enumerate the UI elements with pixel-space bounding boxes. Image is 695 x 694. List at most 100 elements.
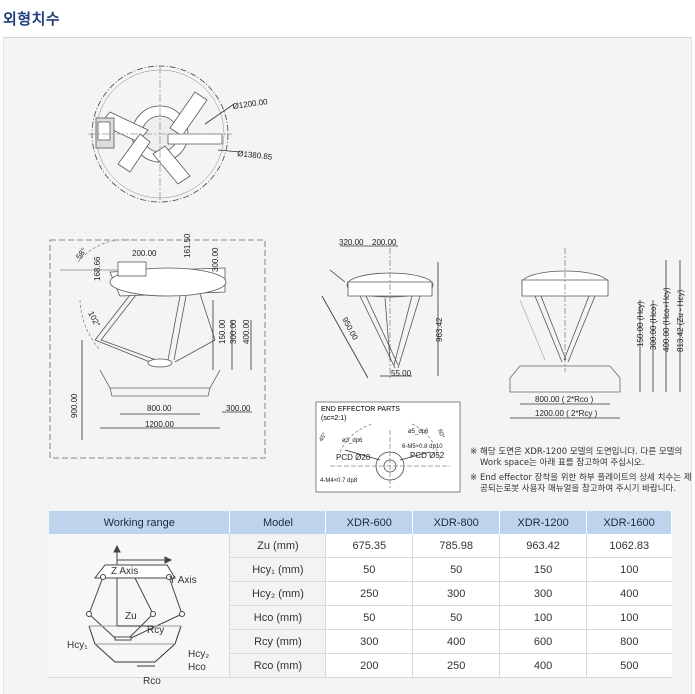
ee-label-7: PCD Ø52 <box>410 451 445 460</box>
end-effector-drawing <box>315 401 461 493</box>
note-bullet: ※ <box>470 447 478 457</box>
dim-top-1: Ø1200.00 <box>232 97 269 111</box>
diagram-hcy1-label: Hcy₁ <box>67 640 88 651</box>
end-effector-scale: (sc=2:1) <box>321 415 346 422</box>
diagram-zu-label: Zu <box>125 611 137 622</box>
working-range-diagram <box>86 544 186 667</box>
cell-value: 50 <box>412 605 501 631</box>
cell-value: 300 <box>412 581 501 607</box>
note-item: ※ 해당 도면은 XDR-1200 모델의 도면입니다. 다른 모델의 Work… <box>470 447 692 469</box>
dim-side-5: 55.00 <box>391 369 412 378</box>
dim-front-5: 58° <box>74 246 88 261</box>
table-row: Hcy₁ (mm) 50 50 150 100 <box>49 557 672 583</box>
table-row: Z Axis Y Axis Zu Rcy Hcy₁ Hcy₂ Hco Rco Z… <box>49 534 672 687</box>
cell-value: 100 <box>499 605 588 631</box>
dim-side-1: 320.00 <box>339 238 364 247</box>
cell-value: 100 <box>586 605 672 631</box>
ee-label-5: 60° <box>436 429 445 440</box>
dim-front-11: 300.00 <box>226 404 251 413</box>
cell-value: 400 <box>586 581 672 607</box>
cell-value: 250 <box>412 653 501 678</box>
cell-value: 1062.83 <box>586 534 672 559</box>
table-row: Rcy (mm) 300 400 600 800 <box>49 629 672 655</box>
side-view-drawing <box>321 245 439 380</box>
row-label: Rco (mm) <box>229 653 327 678</box>
cell-value: 963.42 <box>499 534 588 559</box>
ee-label-4: 6-M5×0.8 dp10 <box>402 444 443 450</box>
ee-label-6: PCD Ø20 <box>336 453 371 462</box>
note-text: End effector 장착을 위한 하부 플레이트의 상세 치수는 제공되는… <box>480 473 692 494</box>
dim-front-6: 102° <box>86 310 102 329</box>
dim-front-10: 800.00 <box>147 404 172 413</box>
table-header-row: Working range Model XDR-600 XDR-800 XDR-… <box>49 511 672 534</box>
dim-right-3: 400.00 (Hco+Hcy) <box>662 287 671 352</box>
cell-value: 300 <box>325 629 414 655</box>
ee-label-8: 4-M4×0.7 dp8 <box>320 478 358 484</box>
table-row: Rco (mm) 200 250 400 500 <box>49 653 672 678</box>
cell-value: 100 <box>586 557 672 583</box>
note-bullet: ※ <box>470 473 478 483</box>
drawings-svg: Ø1200.00 Ø1380.85 200.00 161.50 168.66 3… <box>49 65 685 493</box>
dim-front-7: 400.00 <box>242 319 251 344</box>
ee-label-1: 45° <box>319 432 329 443</box>
cell-value: 250 <box>325 581 414 607</box>
dim-right-6: 1200.00 ( 2*Rcy ) <box>535 409 598 418</box>
header-xdr-1600: XDR-1600 <box>586 511 672 534</box>
dim-right-1: 150.00 (Hcy) <box>636 301 645 347</box>
diagram-hco-label: Hco <box>188 662 206 673</box>
cell-value: 200 <box>325 653 414 678</box>
diagram-rco-label: Rco <box>143 676 161 687</box>
dim-front-12: 900.00 <box>70 393 79 418</box>
cell-value: 785.98 <box>412 534 501 559</box>
header-working-range: Working range <box>49 511 231 534</box>
ee-label-3: ø5_dp6 <box>408 429 429 435</box>
end-effector-title: END EFFECTOR PARTS <box>321 406 400 413</box>
front-view-drawing <box>49 239 266 459</box>
row-label: Rcy (mm) <box>229 629 327 655</box>
note-item: ※ End effector 장착을 위한 하부 플레이트의 상세 치수는 제공… <box>470 473 692 495</box>
diagram-y-axis-label: Y Axis <box>169 575 197 586</box>
cell-value: 150 <box>499 557 588 583</box>
header-xdr-1200: XDR-1200 <box>499 511 588 534</box>
cell-value: 600 <box>499 629 588 655</box>
table-row: Hcy₂ (mm) 250 300 300 400 <box>49 581 672 607</box>
table-row: Hco (mm) 50 50 100 100 <box>49 605 672 631</box>
top-view-drawing <box>88 65 241 203</box>
row-label: Hcy₁ (mm) <box>229 557 327 583</box>
notes: ※ 해당 도면은 XDR-1200 모델의 도면입니다. 다른 모델의 Work… <box>470 447 692 499</box>
right-view-drawing <box>509 248 681 419</box>
diagram-rcy-label: Rcy <box>147 625 165 636</box>
working-range-diagram-cell: Z Axis Y Axis Zu Rcy Hcy₁ Hcy₂ Hco Rco <box>49 534 231 687</box>
cell-value: 50 <box>412 557 501 583</box>
dim-top-2: Ø1380.85 <box>237 149 273 162</box>
dim-right-5: 800.00 ( 2*Rco ) <box>535 395 594 404</box>
dim-front-1: 200.00 <box>132 249 157 258</box>
dim-front-8: 300.00 <box>229 319 238 344</box>
cell-value: 50 <box>325 557 414 583</box>
header-xdr-800: XDR-800 <box>412 511 501 534</box>
row-label: Zu (mm) <box>229 534 327 559</box>
dim-front-3: 168.66 <box>93 256 102 281</box>
page-title: 외형치수 <box>3 10 61 28</box>
dim-front-13: 1200.00 <box>145 420 174 429</box>
cell-value: 300 <box>499 581 588 607</box>
header-xdr-600: XDR-600 <box>325 511 414 534</box>
dim-front-9: 150.00 <box>218 319 227 344</box>
dim-right-4: 813.42 (Zu - Hcy) <box>676 289 685 352</box>
dim-side-2: 200.00 <box>372 238 397 247</box>
dim-front-2: 161.50 <box>183 233 192 258</box>
ee-label-2: ø3_dp6 <box>342 438 363 444</box>
header-model: Model <box>229 511 327 534</box>
dim-side-3: 950.00 <box>340 316 360 342</box>
dim-right-2: 300.00 (Hco) <box>649 303 658 350</box>
dim-front-4: 300.00 <box>211 247 220 272</box>
dim-side-4: 963.42 <box>435 317 444 342</box>
spec-table: Working range Model XDR-600 XDR-800 XDR-… <box>49 511 672 687</box>
row-label: Hco (mm) <box>229 605 327 631</box>
diagram-z-axis-label: Z Axis <box>111 566 139 577</box>
cell-value: 800 <box>586 629 672 655</box>
cell-value: 50 <box>325 605 414 631</box>
diagram-hcy2-label: Hcy₂ <box>188 649 210 660</box>
note-text: 해당 도면은 XDR-1200 모델의 도면입니다. 다른 모델의 Work s… <box>480 447 683 468</box>
cell-value: 500 <box>586 653 672 678</box>
